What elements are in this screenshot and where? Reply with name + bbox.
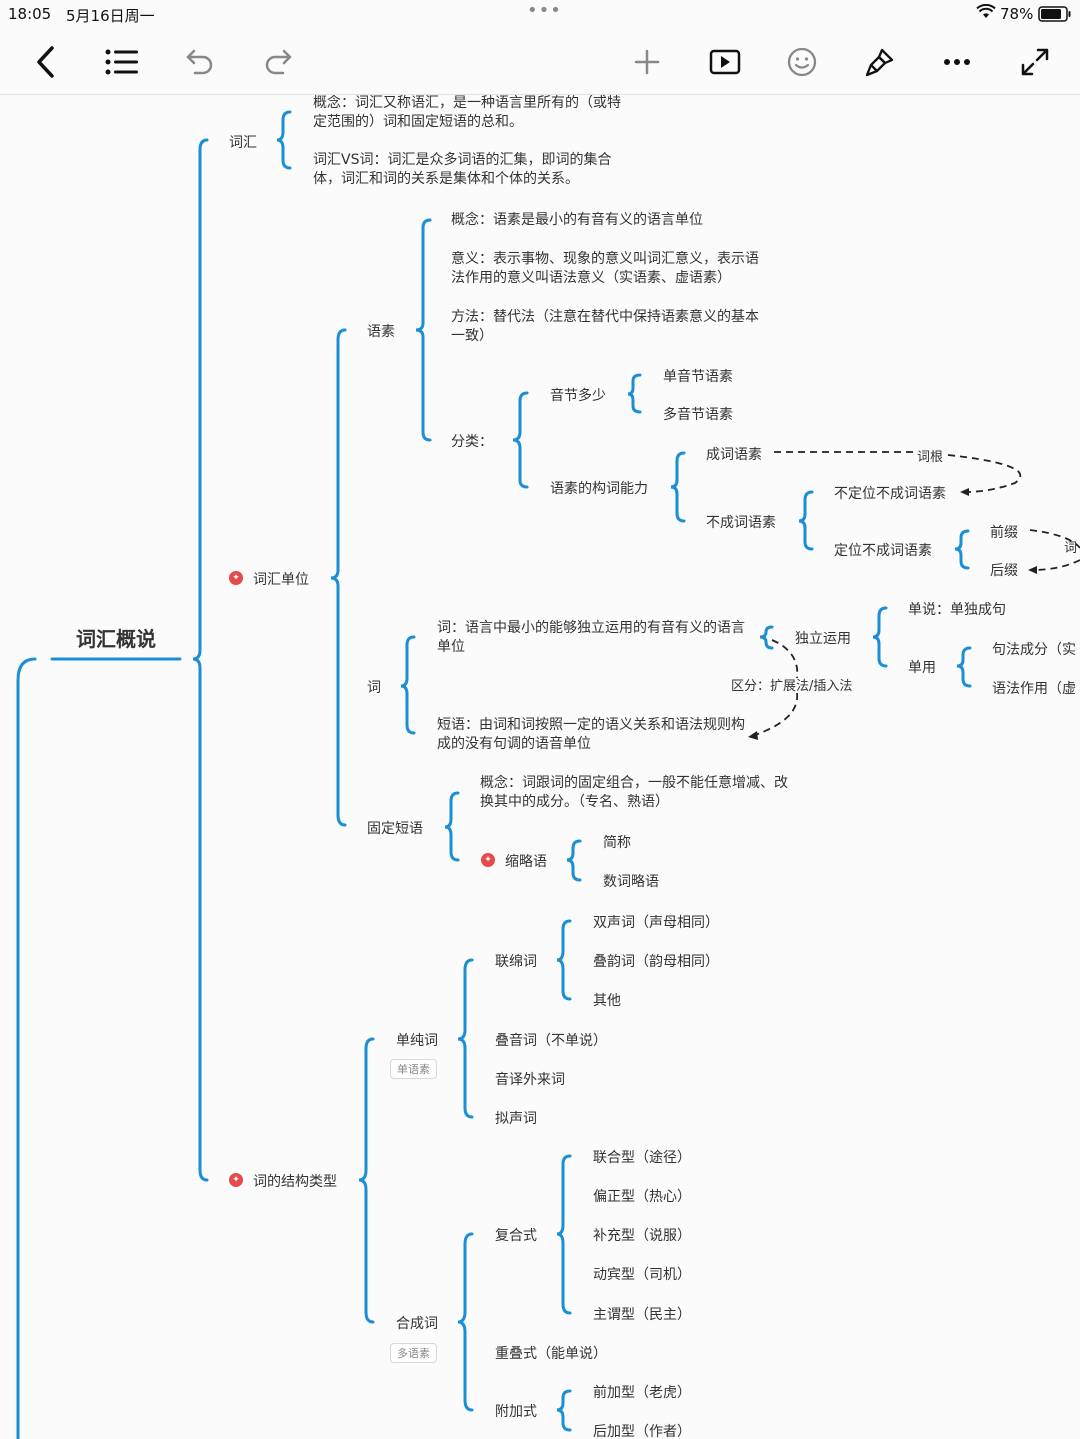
battery-percent: 78% [1000,5,1034,23]
node-alone[interactable]: 单说：单独成句 [908,602,1006,618]
status-time: 18:05 [8,5,52,23]
node-use[interactable]: 单用 [908,660,936,676]
node-other[interactable]: 其他 [593,993,621,1009]
node-phrase[interactable]: 短语：由词和词按照一定的语义关系和语法规则构成的没有句调的语音单位 [437,717,745,752]
node-nonforming[interactable]: 不成词语素 [706,515,776,531]
node-pianzheng[interactable]: 偏正型（热心） [593,1189,691,1205]
node-yusu-method[interactable]: 方法：替代法（注意在替代中保持语素意义的基本一致） [451,309,759,344]
node-num-abbr[interactable]: 数词略语 [603,874,659,890]
node-grammar[interactable]: 语法作用（虚 [992,681,1076,697]
node-ci[interactable]: 词 [367,680,381,696]
node-abbr[interactable]: 缩略语 [505,854,547,870]
node-independent[interactable]: 独立运用 [795,631,851,647]
wifi-icon [976,3,996,24]
node-forming[interactable]: 成词语素 [706,447,762,463]
node-onomato[interactable]: 拟声词 [495,1111,537,1127]
status-date: 5月16日周一 [66,7,155,25]
node-unit[interactable]: 词汇单位 [253,572,309,588]
node-cihui-vs[interactable]: 词汇VS词：词汇是众多词语的汇集，即词的集合体，词汇和词的关系是集体和个体的关系… [313,152,612,187]
node-dieyin[interactable]: 叠音词（不单说） [495,1033,607,1049]
node-syllable[interactable]: 音节多少 [550,388,606,404]
present-icon[interactable] [703,40,747,84]
node-multi-syllable[interactable]: 多音节语素 [663,407,733,423]
node-fixed-phrase[interactable]: 固定短语 [367,821,423,837]
node-lianmian[interactable]: 联绵词 [495,954,537,970]
star-icon: ✦ [229,1173,243,1187]
node-syntax[interactable]: 句法成分（实 [992,642,1076,658]
node-suffix[interactable]: 后缀 [990,563,1018,579]
undo-icon[interactable] [178,40,222,84]
node-shuangsheng[interactable]: 双声词（声母相同） [593,915,719,931]
node-foreign[interactable]: 音译外来词 [495,1072,565,1088]
badge-single-morpheme: 单语素 [390,1059,437,1079]
relation-affix[interactable]: 词 [1064,541,1078,556]
node-unfixed[interactable]: 不定位不成词语素 [834,486,946,502]
node-short-name[interactable]: 简称 [603,835,631,851]
node-lianhe[interactable]: 联合型（途径） [593,1150,691,1166]
node-yusu-meaning[interactable]: 意义：表示事物、现象的意义叫词汇意义，表示语法作用的意义叫语法意义（实语素、虚语… [451,251,759,286]
mindmap-canvas[interactable]: 词汇概说 词汇 概念：词汇又称语汇，是一种语言里所有的（或特定范围的）词和固定短… [0,95,1080,1439]
add-icon[interactable] [625,40,669,84]
node-single-syllable[interactable]: 单音节语素 [663,369,733,385]
more-icon[interactable] [935,40,979,84]
relation-root-word[interactable]: 词根 [917,450,944,465]
node-classify[interactable]: 分类： [451,434,493,450]
node-structure[interactable]: 词的结构类型 [253,1174,337,1190]
node-cihui-concept[interactable]: 概念：词汇又称语汇，是一种语言里所有的（或特定范围的）词和固定短语的总和。 [313,95,621,130]
node-fujia[interactable]: 附加式 [495,1404,537,1420]
node-simple[interactable]: 单纯词 [396,1033,438,1049]
node-qianjia[interactable]: 前加型（老虎） [593,1385,691,1401]
back-icon[interactable] [24,40,68,84]
sticker-icon[interactable] [780,40,824,84]
node-dongbin[interactable]: 动宾型（司机） [593,1267,691,1283]
star-icon: ✦ [481,853,495,867]
node-yusu-concept[interactable]: 概念：语素是最小的有音有义的语言单位 [451,212,703,228]
node-prefix[interactable]: 前缀 [990,525,1018,541]
node-fuhe[interactable]: 复合式 [495,1228,537,1244]
node-chongdie[interactable]: 重叠式（能单说） [495,1346,607,1362]
node-compound[interactable]: 合成词 [396,1316,438,1332]
toolbar [0,30,1080,95]
node-yusu[interactable]: 语素 [367,324,395,340]
node-cihui[interactable]: 词汇 [229,135,257,151]
format-brush-icon[interactable] [858,40,902,84]
node-fixed-phrase-concept[interactable]: 概念：词跟词的固定组合，一般不能任意增减、改换其中的成分。（专名、熟语） [480,775,788,810]
node-ability[interactable]: 语素的构词能力 [550,481,648,497]
root-node[interactable]: 词汇概说 [76,627,156,651]
node-houjia[interactable]: 后加型（作者） [593,1424,691,1439]
star-icon: ✦ [229,571,243,585]
battery-icon [1038,6,1072,26]
badge-multi-morpheme: 多语素 [390,1343,437,1363]
relation-distinguish[interactable]: 区分：扩展法/插入法 [731,679,853,694]
node-zhuwei[interactable]: 主谓型（民主） [593,1307,691,1323]
node-fixed[interactable]: 定位不成词语素 [834,543,932,559]
redo-icon[interactable] [256,40,300,84]
fullscreen-icon[interactable] [1013,40,1057,84]
branch-lines [16,110,1080,1439]
node-dieyun[interactable]: 叠韵词（韵母相同） [593,954,719,970]
status-bar: 18:05 5月16日周一 ••• 78% [0,0,1080,30]
multitask-dots[interactable]: ••• [527,0,562,21]
outline-list-icon[interactable] [100,40,144,84]
node-buchong[interactable]: 补充型（说服） [593,1228,691,1244]
node-ci-def[interactable]: 词：语言中最小的能够独立运用的有音有义的语言单位 [437,620,745,655]
